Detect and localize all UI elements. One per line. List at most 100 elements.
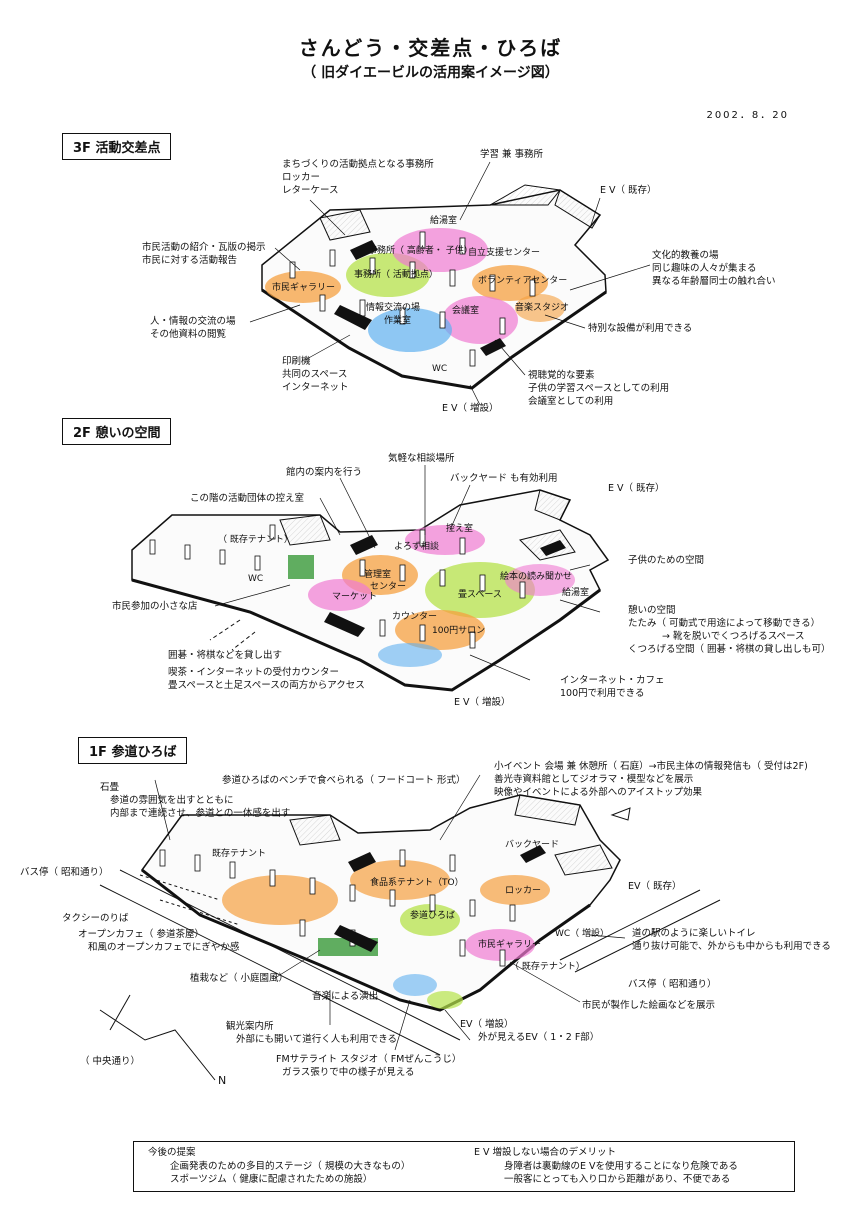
floor3-callout-ev-added: E V（ 増設） [442, 403, 499, 414]
floor1-room-gallery: 市民ギャラリー [478, 940, 542, 950]
floor1-room-tenant2: （ 既存テナント） [510, 962, 585, 972]
footer-left-heading: 今後の提案 [148, 1147, 196, 1158]
callout-line: 通り抜け可能で、外からも中からも利用できる [632, 941, 831, 952]
floor1-callout-fm: FMサテライト スタジオ（ FMぜんこうじ） ガラス張りで中の様子が見える [276, 1053, 461, 1079]
floor2-callout-waiting: この階の活動団体の控え室 [190, 493, 305, 504]
floor3-callout-ev-existing: E V（ 既存） [600, 185, 657, 196]
footer-box: 今後の提案 企画発表のための多目的ステージ（ 規模の大きなもの） スポーツジム（… [133, 1141, 795, 1192]
callout-line: 人・情報の交流の場 [150, 316, 236, 327]
floor1-callout-cafe: オープンカフェ（ 参道茶屋） 和風のオープンカフェでにぎやか感 [78, 928, 239, 954]
callout-line: ロッカー [282, 172, 321, 183]
floor3-zone-volunteer [472, 265, 548, 301]
floor3-room-volunteer: ボランティアセンター [478, 276, 568, 286]
floor3-callout-equipment: 特別な設備が利用できる [588, 323, 693, 334]
floor1-callout-bench: 参道ひろばのベンチで食べられる（ フードコート 形式） [222, 775, 466, 786]
floor1-callout-stone: 石畳 参道の雰囲気を出すとともに 内部まで連続させ、参道との一体感を出す [100, 781, 290, 820]
callout-line: くつろげる空間（ 囲碁・将棋の貸し出しも可） [628, 644, 831, 655]
page-title: さんどう・交差点・ひろば [298, 36, 563, 60]
callout-line: 子供の学習スペースとしての利用 [528, 383, 670, 394]
floor1-zone-locker [480, 875, 550, 905]
callout-line: FMサテライト スタジオ（ FMぜんこうじ） [276, 1054, 462, 1065]
floor3-room-workroom: 作業室 [384, 316, 412, 326]
floor2-room-picture: 絵本の読み聞かせ [500, 572, 573, 582]
floor2-callout-counter: 喫茶・インターネットの受付カウンター 畳スペースと土足スペースの両方からアクセス [168, 666, 365, 692]
floor2-zone-market [308, 579, 372, 611]
floor3-callout-culture: 文化的教養の場 同じ趣味の人々が集まる 異なる年齢層同士の触れ合い [652, 249, 776, 288]
floor2-heading: 2F 憩いの空間 [62, 418, 172, 445]
floor3-room-kitchen: 給湯室 [430, 216, 458, 226]
floor1-zone-gallery [465, 929, 535, 961]
callout-line: 視聴覚的な要素 [528, 370, 595, 381]
floor3-room-office2: 事務所（ 活動拠点） [354, 270, 438, 280]
floor2-room-kitchen: 給湯室 [562, 588, 590, 598]
floor1-zone-ev [427, 991, 463, 1009]
callout-line: レターケース [282, 185, 339, 196]
callout-line: 道の駅のように楽しいトイレ [632, 928, 756, 939]
floor1-room-food: 食品系テナント（TO） [370, 878, 464, 888]
floor1-zone-fm [393, 974, 437, 996]
floor2-room-wc: WC [248, 574, 264, 584]
floor3-room-elderly: 事務所（ 高齢者・ 子供） [368, 246, 473, 256]
floor1-room-plaza: 参道ひろば [410, 911, 456, 921]
callout-line: 映像やイベントによる外部へのアイストップ効果 [494, 787, 702, 798]
floor1-zone-cafe [222, 875, 338, 925]
floor2-room-tenant: （ 既存テナント） [218, 535, 293, 545]
floor2-room-consult: よろず相談 [394, 542, 440, 552]
page-subtitle: （ 旧ダイエービルの活用案イメージ図） [302, 65, 559, 81]
callout-line: 内部まで連続させ、参道との一体感を出す [110, 808, 291, 819]
floor3-room-self: 自立支援センター [468, 248, 541, 258]
floor1-zone-food [350, 860, 450, 900]
floor1-callout-bus: バス停（ 昭和通り） [20, 867, 109, 878]
floor1-callout-ev-added: EV（ 増設） 外が見えるEV（ 1・2 F部） [460, 1018, 599, 1044]
floor1-callout-plant: 植栽など（ 小庭園風） [190, 973, 289, 984]
floor2-room-market: マーケット [332, 592, 378, 602]
floor2-room-waitroom: 控え室 [446, 524, 474, 534]
floor1-callout-toilet: 道の駅のように楽しいトイレ 通り抜け可能で、外からも中からも利用できる [632, 927, 831, 953]
floor1-room-tenant: 既存テナント [212, 849, 267, 859]
floor1-room-locker: ロッカー [505, 886, 542, 896]
callout-line: インターネット [282, 382, 349, 393]
callout-line: 市民に対する活動報告 [142, 255, 238, 266]
floor2-zone-netcafe [378, 643, 442, 667]
callout-line: 外部にも開いて道行く人も利用できる [236, 1034, 398, 1045]
floor3-heading: 3F 活動交差点 [62, 133, 172, 160]
floor1-callout-center-street: （ 中央通り） [80, 1056, 141, 1067]
floor2-callout-kids: 子供のための空間 [628, 555, 705, 566]
callout-line: 会議室としての利用 [528, 396, 614, 407]
floor2-callout-ev-existing: E V（ 既存） [608, 483, 665, 494]
floor2-zone-counter [395, 610, 485, 650]
floor2-room-center: センター [370, 582, 407, 592]
floor2-plan [131, 489, 610, 692]
floor3-callout-exchange: 人・情報の交流の場 その他資料の閲覧 [150, 315, 236, 341]
floor1-callout-tourist: 観光案内所 外部にも開いて道行く人も利用できる [226, 1020, 397, 1046]
floor1-callout-picture: 市民が製作した絵画などを展示 [582, 1000, 716, 1011]
floor3-room-gallery: 市民ギャラリー [272, 283, 336, 293]
callout-line: たたみ（ 可動式で用途によって移動できる） [628, 618, 821, 629]
floor1-callout-event: 小イベント 会場 兼 休憩所（ 石庭）→市民主体の情報発信も（ 受付は2F) 善… [494, 760, 808, 799]
floor2-callout-guide: 館内の案内を行う [286, 467, 363, 478]
callout-line: 文化的教養の場 [652, 250, 719, 261]
callout-line: → 靴を脱いでくつろげるスペース [662, 631, 805, 642]
callout-line: インターネット・カフェ [560, 675, 665, 686]
floor1-room-backyard: バックヤード [505, 840, 560, 850]
callout-line: 石畳 [100, 782, 120, 793]
callout-line: 外が見えるEV（ 1・2 F部） [478, 1032, 600, 1043]
floor3-zone-studio [515, 294, 565, 322]
floor3-callout-intro: 市民活動の紹介・瓦版の掲示 市民に対する活動報告 [142, 241, 266, 267]
footer-left-item: 企画発表のための多目的ステージ（ 規模の大きなもの） [170, 1161, 411, 1172]
floor2-callout-go: 囲碁・将棋などを貸し出す [168, 650, 283, 661]
floor3-zone-info [368, 308, 452, 352]
callout-line: 参道の雰囲気を出すとともに [110, 795, 234, 806]
north-indicator: N [218, 1074, 227, 1087]
callout-line: 小イベント 会場 兼 休憩所（ 石庭）→市民主体の情報発信も（ 受付は2F) [494, 761, 808, 772]
footer-left-item: スポーツジム（ 健康に配慮されたための施設） [170, 1174, 373, 1185]
floor3-room-wc: WC [432, 364, 448, 374]
callout-line: 善光寺資料館としてジオラマ・模型などを展示 [494, 774, 694, 785]
footer-right-item: 身障者は裏動線のE Vを使用することになり危険である [504, 1161, 738, 1172]
floor2-room-counter: カウンター [392, 612, 438, 622]
floor2-callout-backyard: バックヤード も有効利用 [450, 473, 558, 484]
callout-line: EV（ 増設） [460, 1019, 514, 1030]
floor2-room-netcafe: 100円サロン [432, 626, 486, 636]
floor2-callout-consult: 気軽な相談場所 [388, 453, 455, 464]
floor3-plan [261, 184, 607, 390]
